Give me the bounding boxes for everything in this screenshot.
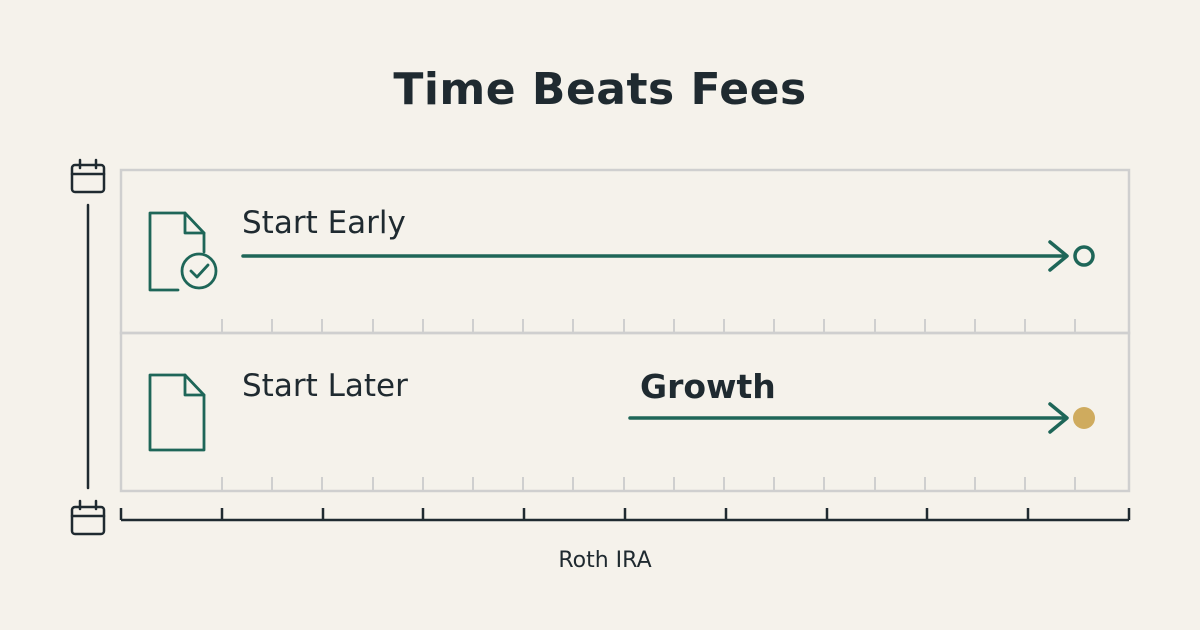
horizontal-axis-ticks <box>119 508 1131 520</box>
row-label-later: Start Later <box>242 368 408 404</box>
growth-label: Growth <box>640 367 776 406</box>
page-title: Time Beats Fees <box>393 64 807 115</box>
calendar-top-icon <box>70 158 106 194</box>
row-label-early: Start Early <box>242 205 406 241</box>
row-panel-later <box>119 331 1131 493</box>
growth-arrow-later <box>628 402 1069 434</box>
end-marker-hollow <box>1073 245 1095 267</box>
axis-label: Roth IRA <box>558 548 652 573</box>
growth-arrow-early <box>241 240 1069 272</box>
document-check-icon <box>148 211 218 292</box>
panel-ticks-later <box>221 477 1076 491</box>
row-panel-early <box>119 168 1131 335</box>
panel-ticks-early <box>221 319 1076 333</box>
end-marker-filled <box>1073 407 1095 429</box>
document-icon <box>148 373 206 452</box>
calendar-bottom-icon <box>70 499 106 536</box>
